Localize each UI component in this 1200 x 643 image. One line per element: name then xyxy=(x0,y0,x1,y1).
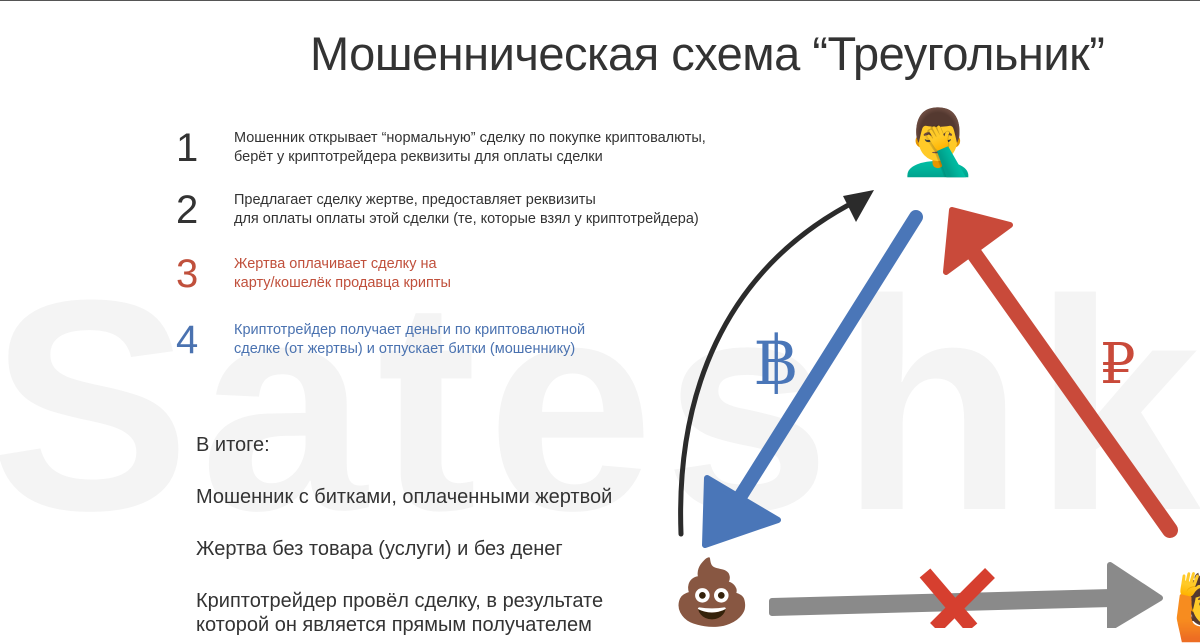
triangle-diagram xyxy=(678,190,1178,628)
page-title: Мошенническая схема “Треугольник” xyxy=(310,27,1105,80)
step-number: 4 xyxy=(176,318,199,362)
step-3: 3 Жертва оплачивает сделку на карту/коше… xyxy=(176,254,451,294)
summary-line: Криптотрейдер провёл сделку, в результат… xyxy=(196,590,604,612)
ruble-icon: ₽ xyxy=(1100,332,1136,397)
step-text: Мошенник открывает “нормальную” сделку п… xyxy=(234,130,706,165)
ruble-arrow xyxy=(943,207,1178,538)
step-4: 4 Криптотрейдер получает деньги по крипт… xyxy=(176,320,585,360)
facepalm-person-icon: 🤦‍♂️ xyxy=(898,106,978,178)
step-number: 1 xyxy=(176,126,199,170)
cross-icon xyxy=(919,568,995,628)
top-border xyxy=(0,0,1200,1)
step-2: 2 Предлагает сделку жертве, предоставляе… xyxy=(176,190,699,230)
bitcoin-icon: ฿ xyxy=(754,322,798,401)
step-text: Криптотрейдер получает деньги по криптов… xyxy=(234,322,586,357)
step-number: 3 xyxy=(176,252,199,296)
step-text: Предлагает сделку жертве, предоставляет … xyxy=(234,192,699,227)
step-1: 1 Мошенник открывает “нормальную” сделку… xyxy=(176,128,706,168)
watermark: Sateshkin xyxy=(0,237,1200,573)
person-icon: 🙋 xyxy=(1172,575,1200,639)
bitcoin-arrow xyxy=(702,210,923,548)
summary-line: Мошенник с битками, оплаченными жертвой xyxy=(196,486,613,508)
step-text: Жертва оплачивает сделку на карту/кошелё… xyxy=(234,256,451,291)
summary-heading: В итоге: xyxy=(196,434,270,456)
black-curved-arrow xyxy=(678,190,874,537)
pile-of-poo-icon: 💩 xyxy=(672,556,752,628)
summary-line: Жертва без товара (услуги) и без денег xyxy=(196,538,563,560)
step-number: 2 xyxy=(176,188,199,232)
